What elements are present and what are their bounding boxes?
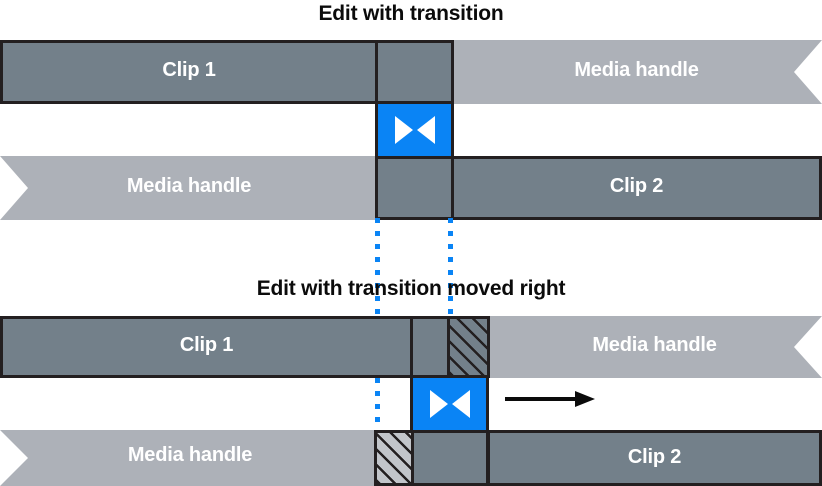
top-lower-clip2[interactable]: Clip 2 <box>451 156 822 220</box>
guide-line-original-edit-point-lower <box>375 378 380 436</box>
top-lower-clip2-label: Clip 2 <box>609 175 664 197</box>
bottom-lower-media-handle-label: Media handle <box>127 444 253 466</box>
bottom-lower-clip2-label: Clip 2 <box>627 446 682 468</box>
move-right-arrow <box>505 388 597 415</box>
guide-line-original-edit-point <box>375 218 380 320</box>
bottom-upper-media-handle: Media handle <box>487 316 822 378</box>
right-arrow-icon <box>505 391 597 414</box>
top-upper-media-handle: Media handle <box>451 40 822 104</box>
top-transition-badge[interactable] <box>375 101 454 159</box>
bottom-upper-clip1[interactable]: Clip 1 <box>0 316 413 378</box>
bottom-upper-media-handle-label: Media handle <box>592 334 717 356</box>
bottom-transition-badge[interactable] <box>410 375 489 433</box>
bottom-lower-clip2[interactable]: Clip 2 <box>487 430 822 486</box>
bottom-upper-clip1-label: Clip 1 <box>179 334 234 356</box>
bottom-upper-overlap-region[interactable] <box>410 316 450 378</box>
top-lower-media-handle: Media handle <box>0 156 378 220</box>
top-upper-overlap-region[interactable] <box>375 40 454 104</box>
bottom-lower-hatched-extension[interactable] <box>374 430 414 486</box>
top-lower-media-handle-label: Media handle <box>126 175 252 197</box>
bottom-diagram-title: Edit with transition moved right <box>256 277 566 300</box>
guide-line-moved-edit-point <box>448 218 453 320</box>
transition-bowtie-icon <box>394 114 436 146</box>
bottom-upper-hatched-extension[interactable] <box>447 316 490 378</box>
top-upper-media-handle-label: Media handle <box>574 59 699 81</box>
bottom-lower-overlap-region[interactable] <box>410 430 489 486</box>
top-diagram-title: Edit with transition <box>318 2 504 25</box>
bottom-lower-media-handle: Media handle <box>0 430 380 486</box>
transition-bowtie-icon <box>429 388 471 420</box>
top-upper-clip1-label: Clip 1 <box>162 59 216 81</box>
top-upper-clip1[interactable]: Clip 1 <box>0 40 378 104</box>
top-lower-overlap-region[interactable] <box>375 156 454 220</box>
